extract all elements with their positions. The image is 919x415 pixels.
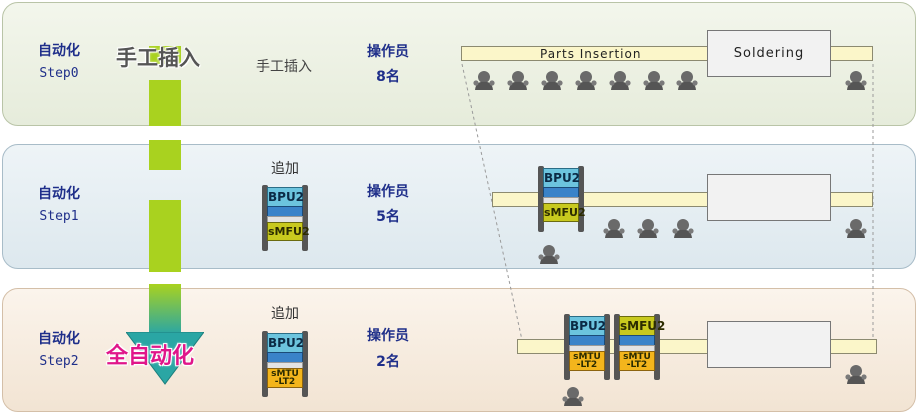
soldering-station bbox=[707, 321, 831, 368]
arrow-segment bbox=[149, 200, 181, 272]
smfu2-label: sMFU2 bbox=[543, 203, 586, 222]
guide-line-left bbox=[461, 63, 523, 341]
worker-icon bbox=[507, 70, 529, 92]
arrow-segment bbox=[149, 46, 181, 64]
step1-operator-label: 操作员 bbox=[367, 184, 409, 200]
arrow-segment bbox=[149, 284, 181, 334]
soldering-station: Soldering bbox=[707, 30, 831, 77]
insertion-label: Parts Insertion bbox=[540, 47, 642, 61]
step0-name: 自动化 bbox=[38, 43, 80, 59]
arrow-top-label: 手工插入 bbox=[116, 46, 200, 70]
worker-icon bbox=[845, 364, 867, 386]
worker-icon bbox=[672, 218, 694, 240]
step1-name: 自动化 bbox=[38, 186, 80, 202]
bpu2-label: BPU2 bbox=[569, 316, 606, 336]
soldering-station bbox=[707, 174, 831, 221]
step0-operator-label: 操作员 bbox=[367, 44, 409, 60]
machine-bpu2-smtu: BPU2 sMTU -LT2 bbox=[262, 331, 308, 397]
machine-bpu2-smfu2: BPU2 sMFU2 bbox=[262, 185, 310, 251]
bpu2-label: BPU2 bbox=[267, 187, 304, 207]
machine-bpu2-smfu2: BPU2 sMFU2 bbox=[538, 166, 586, 232]
worker-icon bbox=[575, 70, 597, 92]
smfu2-label: sMFU2 bbox=[267, 222, 310, 241]
worker-icon bbox=[676, 70, 698, 92]
step2-number: Step2 bbox=[39, 354, 79, 369]
machine-smfu2-smtu: sMFU2 sMTU -LT2 bbox=[614, 314, 665, 380]
worker-icon bbox=[538, 244, 560, 266]
step2-name: 自动化 bbox=[38, 331, 80, 347]
arrow-head-icon bbox=[126, 332, 204, 385]
step0-manual-label: 手工插入 bbox=[256, 59, 312, 75]
worker-icon bbox=[637, 218, 659, 240]
bpu2-label: BPU2 bbox=[267, 333, 304, 353]
step2-operator-count: 2名 bbox=[376, 354, 400, 370]
smtu-label: sMTU -LT2 bbox=[619, 351, 655, 371]
step1-number: Step1 bbox=[39, 209, 79, 224]
worker-icon bbox=[603, 218, 625, 240]
smfu2-label: sMFU2 bbox=[619, 316, 665, 336]
step2-add-label: 追加 bbox=[271, 306, 299, 322]
worker-icon bbox=[643, 70, 665, 92]
arrow-segment bbox=[149, 140, 181, 170]
worker-icon bbox=[609, 70, 631, 92]
worker-icon bbox=[845, 218, 867, 240]
step0-operator-count: 8名 bbox=[376, 69, 400, 85]
worker-icon bbox=[845, 70, 867, 92]
step2-operator-label: 操作员 bbox=[367, 328, 409, 344]
smtu-label: sMTU -LT2 bbox=[569, 351, 605, 371]
step1-operator-count: 5名 bbox=[376, 209, 400, 225]
step0-number: Step0 bbox=[39, 66, 79, 81]
smtu-label: sMTU -LT2 bbox=[267, 368, 303, 388]
step1-add-label: 追加 bbox=[271, 161, 299, 177]
soldering-label: Soldering bbox=[733, 46, 805, 61]
worker-icon bbox=[541, 70, 563, 92]
arrow-segment bbox=[149, 80, 181, 126]
machine-bpu2-smtu: BPU2 sMTU -LT2 bbox=[564, 314, 610, 380]
arrow-bottom-label: 全自动化 bbox=[106, 344, 195, 369]
bpu2-label: BPU2 bbox=[543, 168, 580, 188]
worker-icon bbox=[473, 70, 495, 92]
worker-icon bbox=[562, 386, 584, 408]
